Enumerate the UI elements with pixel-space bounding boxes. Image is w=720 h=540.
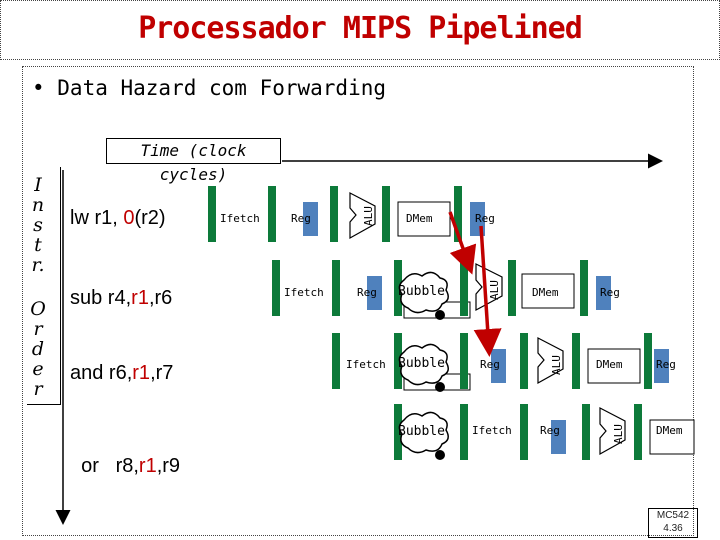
instr-highlight: r1 [132,362,151,384]
instr-highlight: r1 [138,455,157,477]
pipeline-latch [208,186,216,242]
stage-reg: Reg [291,212,311,225]
footer-page: 4.36 [663,523,683,534]
pipeline-latch [268,186,276,242]
register-file-write-half [485,202,500,236]
stage-reg: Reg [357,286,377,299]
pipeline-row-and [332,333,684,391]
order-letter: t [34,234,42,256]
stage-dmem: DMem [656,424,683,437]
alu-shape [349,192,376,240]
stage-reg: Reg [480,358,500,371]
bubble-sub [398,271,449,314]
instr-text: sub r4, [70,287,132,309]
instr-text: lw r1, [70,207,124,229]
slide-title: Processador MIPS Pipelined [138,11,583,46]
slide-footer: MC542 4.36 [648,508,698,538]
data-memory [397,201,451,237]
bubble-label: Bubble [398,356,445,371]
instr-highlight: r1 [131,287,149,309]
bubble-label: Bubble [398,424,445,439]
forward-arrow-to-and [473,225,502,357]
stage-alu: ALU [488,280,501,300]
order-letter: d [31,338,45,360]
instr-text: ,r9 [156,455,181,477]
stage-reg: Reg [540,424,560,437]
pipeline-row-or [394,404,695,460]
order-letter: O [30,298,46,320]
bubble-or [398,411,449,454]
instr-text: ,r6 [148,287,173,309]
stage-dmem: DMem [596,358,623,371]
pipeline-latch [382,186,390,242]
stage-reg: Reg [475,212,495,225]
stage-ifetch: Ifetch [472,424,512,437]
stage-reg: Reg [656,358,676,371]
pipeline-row-sub [272,260,626,319]
bubble-dot [435,450,445,460]
order-letter: I [34,174,42,196]
stage-ifetch: Ifetch [346,358,386,371]
instr-text: (r2) [134,207,166,229]
pipeline-latch [454,186,462,242]
instruction-and: and r6,r1,r7 [70,362,173,385]
stage-ifetch: Ifetch [284,286,324,299]
stage-ifetch: Ifetch [220,212,260,225]
stage-dmem: DMem [532,286,559,299]
order-letter: r. [31,254,45,276]
instr-text: and r6, [70,362,133,384]
order-letter: r [33,378,43,400]
bubble-dot [435,310,445,320]
content-frame [22,66,694,536]
forward-arrow-to-sub [448,211,477,275]
pipeline-row-lw [208,186,500,242]
order-letter: r [33,318,43,340]
stage-alu: ALU [362,206,375,226]
time-axis-label: Time (clock cycles) [106,138,281,184]
stage-alu: ALU [612,424,625,444]
bubble-label: Bubble [398,284,445,299]
instruction-lw: lw r1, 0(r2) [70,207,166,230]
bubble-and [398,343,449,386]
order-letter: n [31,194,45,216]
instruction-order-label: I n s t r. O r d e r [27,167,61,405]
footer-course: MC542 [656,510,690,521]
instruction-or: or r8,r1,r9 [70,432,180,478]
instr-text: ,r7 [150,362,174,384]
stage-alu: ALU [550,355,563,375]
instr-highlight: 0 [123,207,135,229]
instr-text: or r8, [81,455,139,477]
stage-reg: Reg [600,286,620,299]
stage-dmem: DMem [406,212,433,225]
bullet-heading: • Data Hazard com Forwarding [32,76,387,100]
bubble-dot [435,382,445,392]
order-letter: e [32,358,44,380]
register-file-read-half [288,202,303,236]
order-letter: s [33,214,43,236]
pipeline-latch [330,186,338,242]
instruction-sub: sub r4,r1,r6 [70,287,172,310]
title-bar: Processador MIPS Pipelined [0,0,720,60]
